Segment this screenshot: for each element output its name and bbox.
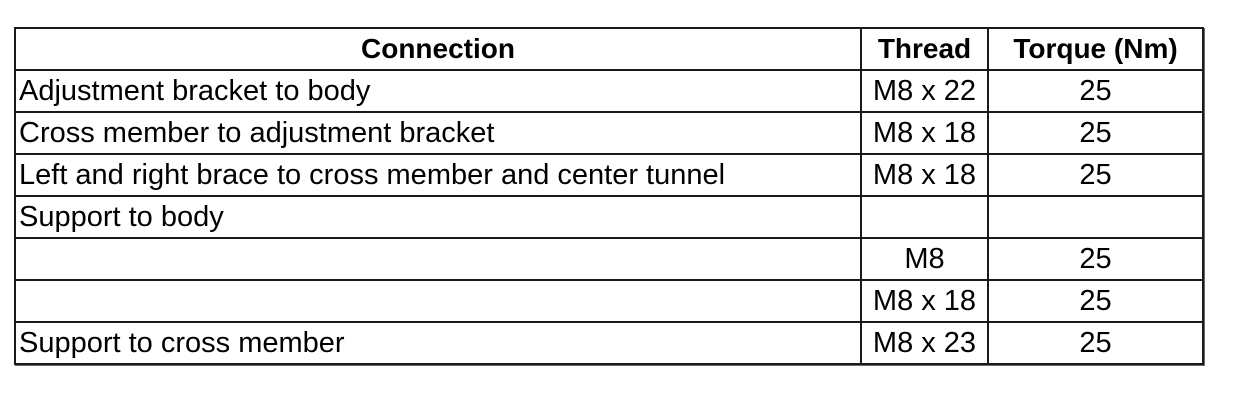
thread-cell: M8 x 22	[860, 69, 989, 113]
torque-cell: 25	[987, 153, 1204, 197]
torque-spec-sheet: Connection Thread Torque (Nm) Adjustment…	[14, 27, 1204, 365]
connection-cell	[14, 237, 862, 281]
column-header-torque: Torque (Nm)	[987, 27, 1204, 71]
table-row: M8 25	[14, 237, 1204, 281]
thread-cell: M8	[860, 237, 989, 281]
connection-cell: Support to body	[14, 195, 862, 239]
connection-cell	[14, 279, 862, 323]
table-row: Support to body	[14, 195, 1204, 239]
table-row: M8 x 18 25	[14, 279, 1204, 323]
column-header-thread: Thread	[860, 27, 989, 71]
torque-cell: 25	[987, 279, 1204, 323]
connection-cell: Cross member to adjustment bracket	[14, 111, 862, 155]
torque-cell	[987, 195, 1204, 239]
thread-cell: M8 x 23	[860, 321, 989, 365]
table-row: Left and right brace to cross member and…	[14, 153, 1204, 197]
torque-spec-table: Connection Thread Torque (Nm) Adjustment…	[14, 27, 1204, 365]
connection-cell: Left and right brace to cross member and…	[14, 153, 862, 197]
table-row: Adjustment bracket to body M8 x 22 25	[14, 69, 1204, 113]
torque-cell: 25	[987, 237, 1204, 281]
thread-cell: M8 x 18	[860, 153, 989, 197]
thread-cell	[860, 195, 989, 239]
thread-cell: M8 x 18	[860, 279, 989, 323]
column-header-connection: Connection	[14, 27, 862, 71]
torque-cell: 25	[987, 321, 1204, 365]
connection-cell: Support to cross member	[14, 321, 862, 365]
table-row: Cross member to adjustment bracket M8 x …	[14, 111, 1204, 155]
thread-cell: M8 x 18	[860, 111, 989, 155]
table-row: Support to cross member M8 x 23 25	[14, 321, 1204, 365]
torque-cell: 25	[987, 69, 1204, 113]
header-row: Connection Thread Torque (Nm)	[14, 27, 1204, 71]
connection-cell: Adjustment bracket to body	[14, 69, 862, 113]
torque-cell: 25	[987, 111, 1204, 155]
